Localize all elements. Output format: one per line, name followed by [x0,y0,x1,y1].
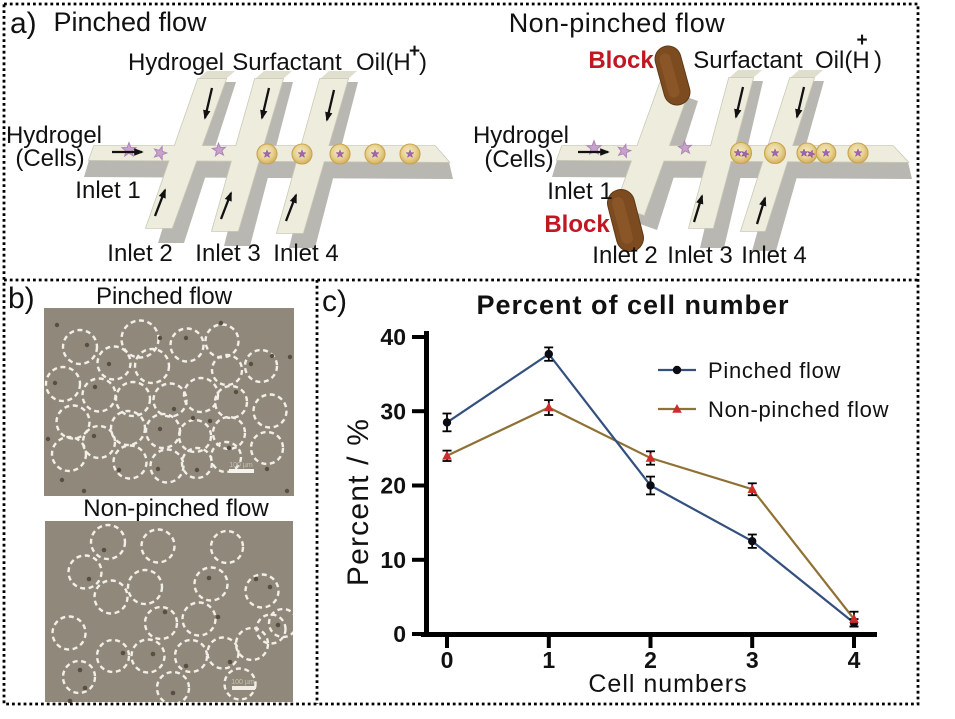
svg-text:30: 30 [380,398,406,424]
svg-text:+: + [856,30,867,51]
svg-text:+: + [409,41,420,62]
svg-text:Block: Block [588,47,654,74]
svg-text:Surfactant: Surfactant [693,47,803,74]
svg-text:Inlet 4: Inlet 4 [741,242,806,269]
svg-text:40: 40 [380,324,406,350]
svg-text:100 µm: 100 µm [231,679,255,686]
svg-text:Hydrogel: Hydrogel [6,122,102,149]
svg-text:4: 4 [848,647,861,673]
svg-text:(Cells): (Cells) [15,145,84,172]
svg-text:(Cells): (Cells) [484,146,553,173]
svg-text:Pinched flow: Pinched flow [708,358,841,383]
svg-text:0: 0 [441,647,454,673]
svg-text:Inlet 1: Inlet 1 [547,178,612,205]
svg-text:a): a) [10,7,37,40]
svg-text:): ) [419,49,427,76]
svg-text:0: 0 [393,621,406,647]
svg-text:Inlet 4: Inlet 4 [273,240,338,267]
svg-text:Inlet 2: Inlet 2 [592,242,657,269]
svg-text:Pinched flow: Pinched flow [96,283,233,310]
svg-text:Non-pinched flow: Non-pinched flow [509,8,726,38]
svg-text:100 µm: 100 µm [229,462,253,469]
svg-text:Hydrogel: Hydrogel [128,49,224,76]
svg-text:b): b) [8,282,35,315]
svg-text:1: 1 [542,647,555,673]
svg-text:Inlet 2: Inlet 2 [107,240,172,267]
svg-text:Percent / %: Percent / % [342,418,375,586]
svg-text:Cell numbers: Cell numbers [588,670,747,698]
svg-text:20: 20 [380,473,406,499]
svg-text:2: 2 [644,647,657,673]
svg-text:Pinched flow: Pinched flow [53,7,207,37]
svg-text:Hydrogel: Hydrogel [473,122,569,149]
svg-text:3: 3 [746,647,759,673]
svg-text:Oil(H: Oil(H [356,49,411,76]
svg-text:Inlet 3: Inlet 3 [667,242,732,269]
svg-text:Block: Block [544,211,610,238]
svg-text:Surfactant: Surfactant [232,49,342,76]
svg-text:c): c) [322,285,347,318]
svg-text:Oil(H: Oil(H [815,47,870,74]
svg-text:Inlet 1: Inlet 1 [75,177,140,204]
svg-text:10: 10 [380,547,406,573]
svg-text:Non-pinched flow: Non-pinched flow [708,397,889,422]
svg-text:): ) [874,47,882,74]
svg-text:Non-pinched flow: Non-pinched flow [83,495,269,522]
svg-text:Percent of cell number: Percent of cell number [476,290,789,320]
svg-text:Inlet 3: Inlet 3 [195,240,260,267]
